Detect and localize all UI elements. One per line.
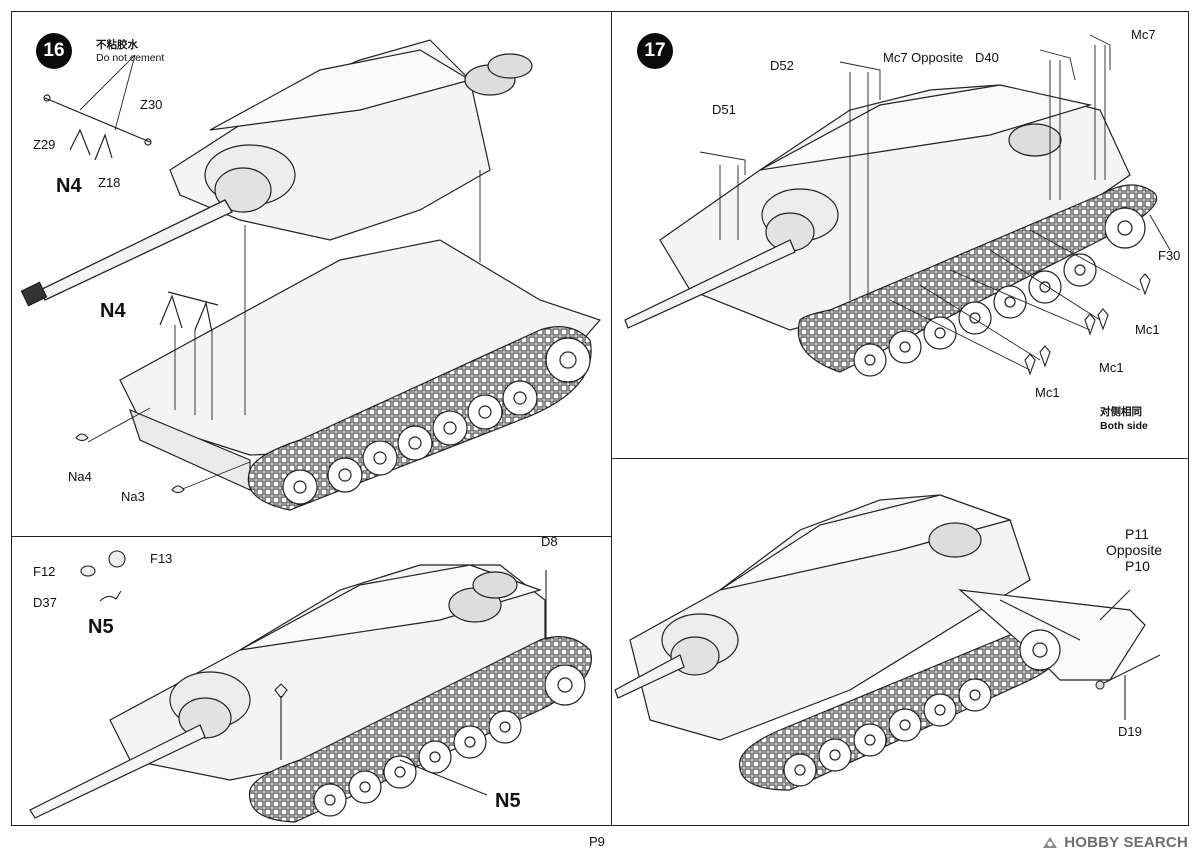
- part-label-f12: F12: [33, 564, 56, 579]
- part-label-z30: Z30: [140, 97, 163, 112]
- part-label-p11: P11: [1125, 526, 1149, 542]
- page-number: P9: [589, 834, 605, 849]
- step16-superstructure: [169, 39, 533, 241]
- step17-note-cn: 对侧相同: [1100, 406, 1142, 418]
- step17-mc1-parts: [1024, 273, 1151, 376]
- step16-road-wheels: [282, 337, 591, 505]
- step16-panel: [11, 11, 611, 538]
- p-detail-parts: [999, 589, 1161, 720]
- n5-road-wheels: [313, 664, 586, 817]
- n5-detail-parts: [80, 550, 547, 796]
- n5-panel: [11, 536, 611, 826]
- part-label-f13: F13: [150, 551, 173, 566]
- step17-note-en: Both side: [1100, 420, 1148, 432]
- part-label-opposite: Opposite: [1106, 542, 1163, 558]
- part-label-d19: D19: [1118, 724, 1142, 739]
- step16-note-en: Do not cement: [96, 52, 165, 64]
- step17-leader-lines: [699, 34, 1171, 371]
- step16-na-parts: [75, 433, 185, 494]
- part-label-d51: D51: [712, 102, 736, 117]
- callout-n5-small: N5: [88, 616, 114, 638]
- part-label-mc1-b: Mc1: [1099, 360, 1124, 375]
- step16-gun-barrel: [20, 199, 233, 307]
- part-label-mc7: Mc7: [1131, 27, 1156, 42]
- part-label-d8: D8: [541, 534, 558, 549]
- part-label-d37: D37: [33, 595, 57, 610]
- step17-vehicle: [624, 84, 1158, 373]
- n5-vehicle: [29, 564, 592, 823]
- p-panel: [611, 458, 1189, 826]
- part-label-p10: P10: [1125, 558, 1150, 574]
- step16-note-cn: 不粘胶水: [96, 39, 138, 51]
- hobby-search-logo-icon: [1041, 835, 1059, 850]
- step16-n4-part: [159, 291, 219, 333]
- part-label-d40: D40: [975, 50, 999, 65]
- watermark: HOBBY SEARCH: [1041, 834, 1188, 851]
- step16-detail-z-parts: [43, 94, 152, 161]
- part-label-mc1-c: Mc1: [1035, 385, 1060, 400]
- step16-number: 16: [36, 33, 72, 69]
- part-label-na4: Na4: [68, 469, 92, 484]
- p-road-wheels: [783, 629, 1061, 787]
- part-label-mc1-a: Mc1: [1135, 322, 1160, 337]
- watermark-text: HOBBY SEARCH: [1064, 834, 1188, 851]
- part-label-z18: Z18: [98, 175, 121, 190]
- part-label-f30: F30: [1158, 248, 1181, 263]
- part-label-d52: D52: [770, 58, 794, 73]
- callout-n4-small: N4: [56, 175, 82, 197]
- callout-n4-main: N4: [100, 300, 126, 322]
- part-label-na3: Na3: [121, 489, 145, 504]
- part-label-z29: Z29: [33, 137, 56, 152]
- callout-n5-main: N5: [495, 790, 521, 812]
- part-label-mc7-opposite: Mc7 Opposite: [883, 50, 964, 65]
- step17-panel: [611, 11, 1189, 459]
- step17-number: 17: [637, 33, 673, 69]
- step16-leader-lines: [79, 54, 481, 491]
